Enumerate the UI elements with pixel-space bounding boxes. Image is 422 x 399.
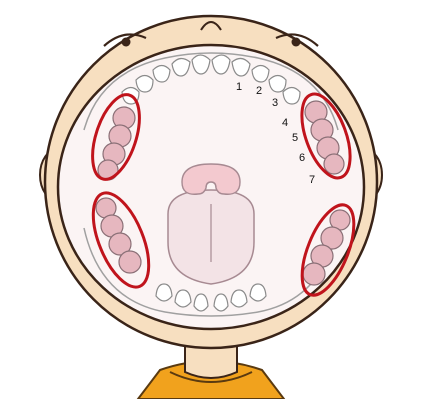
tooth-number-6: 6 [299, 152, 305, 164]
tooth-number-2: 2 [256, 85, 262, 97]
tongue [168, 190, 254, 284]
tooth-number-5: 5 [292, 132, 298, 144]
tooth-number-3: 3 [272, 97, 278, 109]
tooth-number-7: 7 [309, 174, 315, 186]
mouth [58, 45, 364, 329]
tooth-number-1: 1 [236, 81, 242, 93]
tooth-number-4: 4 [282, 117, 288, 129]
